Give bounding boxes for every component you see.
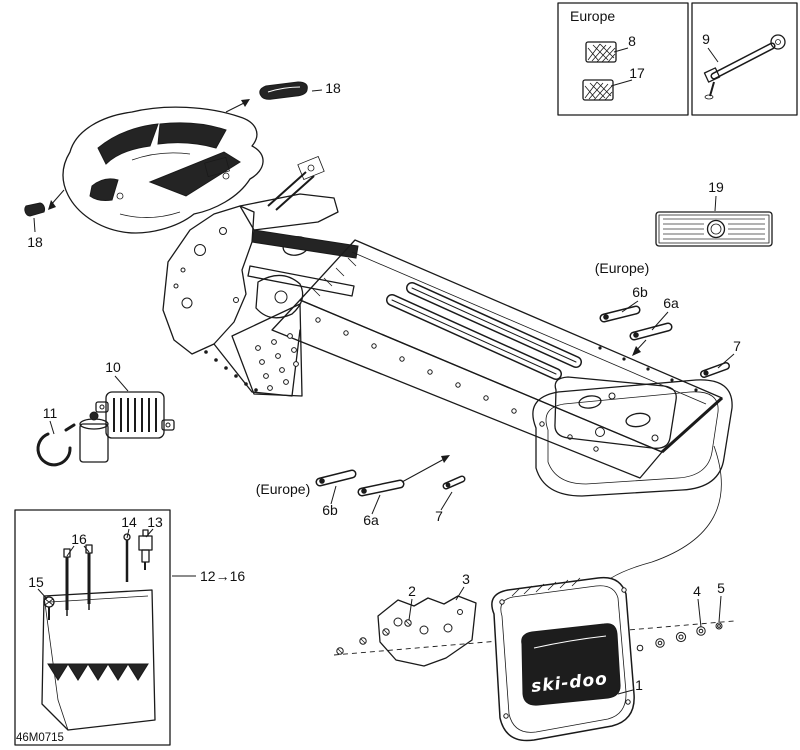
europe-inset-title: Europe — [570, 8, 615, 24]
callout-5: 5 — [717, 580, 725, 596]
part-14-rod — [123, 533, 131, 582]
callout-3: 3 — [462, 571, 470, 587]
callout-18-left: 18 — [27, 234, 43, 250]
callout-17: 17 — [629, 65, 645, 81]
tool-inset-box: 9 — [691, 2, 798, 116]
panel-connector-curve — [597, 445, 722, 591]
callout-4: 4 — [693, 583, 701, 599]
callout-2: 2 — [408, 583, 416, 599]
part-1-front-panel: ski-doo — [491, 576, 635, 742]
tunnel-deck — [299, 239, 724, 454]
callout-18-top: 18 — [325, 80, 341, 96]
rivet-holes-bulkhead — [204, 350, 258, 392]
callout-14: 14 — [121, 514, 137, 530]
part-2-screws — [336, 619, 412, 655]
part-9-strap-tool — [703, 34, 786, 100]
callout-6b-upper: 6b — [632, 284, 648, 300]
callout-9: 9 — [702, 31, 710, 47]
callout-15: 15 — [28, 574, 44, 590]
running-board — [271, 299, 663, 479]
part-19-warning-decal — [655, 211, 773, 247]
callout-8: 8 — [628, 33, 636, 49]
perforation-holes — [255, 333, 299, 391]
part-17-grille-pad — [582, 79, 614, 101]
part-7-upper — [700, 362, 730, 378]
callout-10: 10 — [105, 359, 121, 375]
part-13-spark-plug — [138, 529, 153, 570]
label-europe-lower: (Europe) — [256, 481, 310, 497]
part-8-grille-pad — [585, 41, 617, 63]
perforated-panel — [231, 303, 303, 397]
callout-12-16: 12→16 — [200, 568, 245, 584]
front-bulkhead — [162, 156, 359, 397]
part-10-regulator — [95, 391, 175, 439]
callout-11: 11 — [43, 405, 58, 421]
rear-bumper — [532, 379, 733, 497]
part-11-clamp — [36, 423, 76, 467]
drawing-number: 46M0715 — [16, 732, 64, 744]
callout-6a-upper: 6a — [663, 295, 679, 311]
callout-6b-lower: 6b — [322, 502, 338, 518]
tool-pouch — [41, 589, 156, 731]
deck-slot-rails — [386, 282, 582, 380]
part-18-grip-top — [259, 81, 308, 100]
part-3-bracket — [377, 595, 477, 667]
leader-lines — [33, 47, 735, 695]
part-7-lower — [442, 475, 466, 490]
part-18-grip-left — [24, 202, 46, 217]
part-6b-lower — [315, 469, 357, 487]
callout-7-upper: 7 — [733, 338, 741, 354]
parts-4-5-fasteners — [636, 622, 723, 652]
part-6b-upper — [599, 305, 641, 323]
callout-19: 19 — [708, 179, 724, 195]
rear-heat-shield — [554, 376, 677, 449]
canister — [79, 411, 109, 463]
callout-13: 13 — [147, 514, 163, 530]
callout-1: 1 — [635, 677, 643, 693]
callout-6a-lower: 6a — [363, 512, 379, 528]
toolkit-box — [14, 509, 171, 746]
running-board-holes — [315, 317, 599, 452]
console-assembly — [62, 106, 264, 234]
part-6a-upper — [629, 322, 673, 341]
part-16-screwdrivers — [63, 544, 93, 616]
callout-7-lower: 7 — [435, 508, 443, 524]
label-europe-upper: (Europe) — [595, 260, 649, 276]
europe-inset-box: Europe 8 17 — [557, 2, 689, 116]
rivet-holes-deck-edge — [598, 346, 698, 392]
callout-16: 16 — [71, 531, 87, 547]
part-6a-lower — [357, 479, 405, 497]
